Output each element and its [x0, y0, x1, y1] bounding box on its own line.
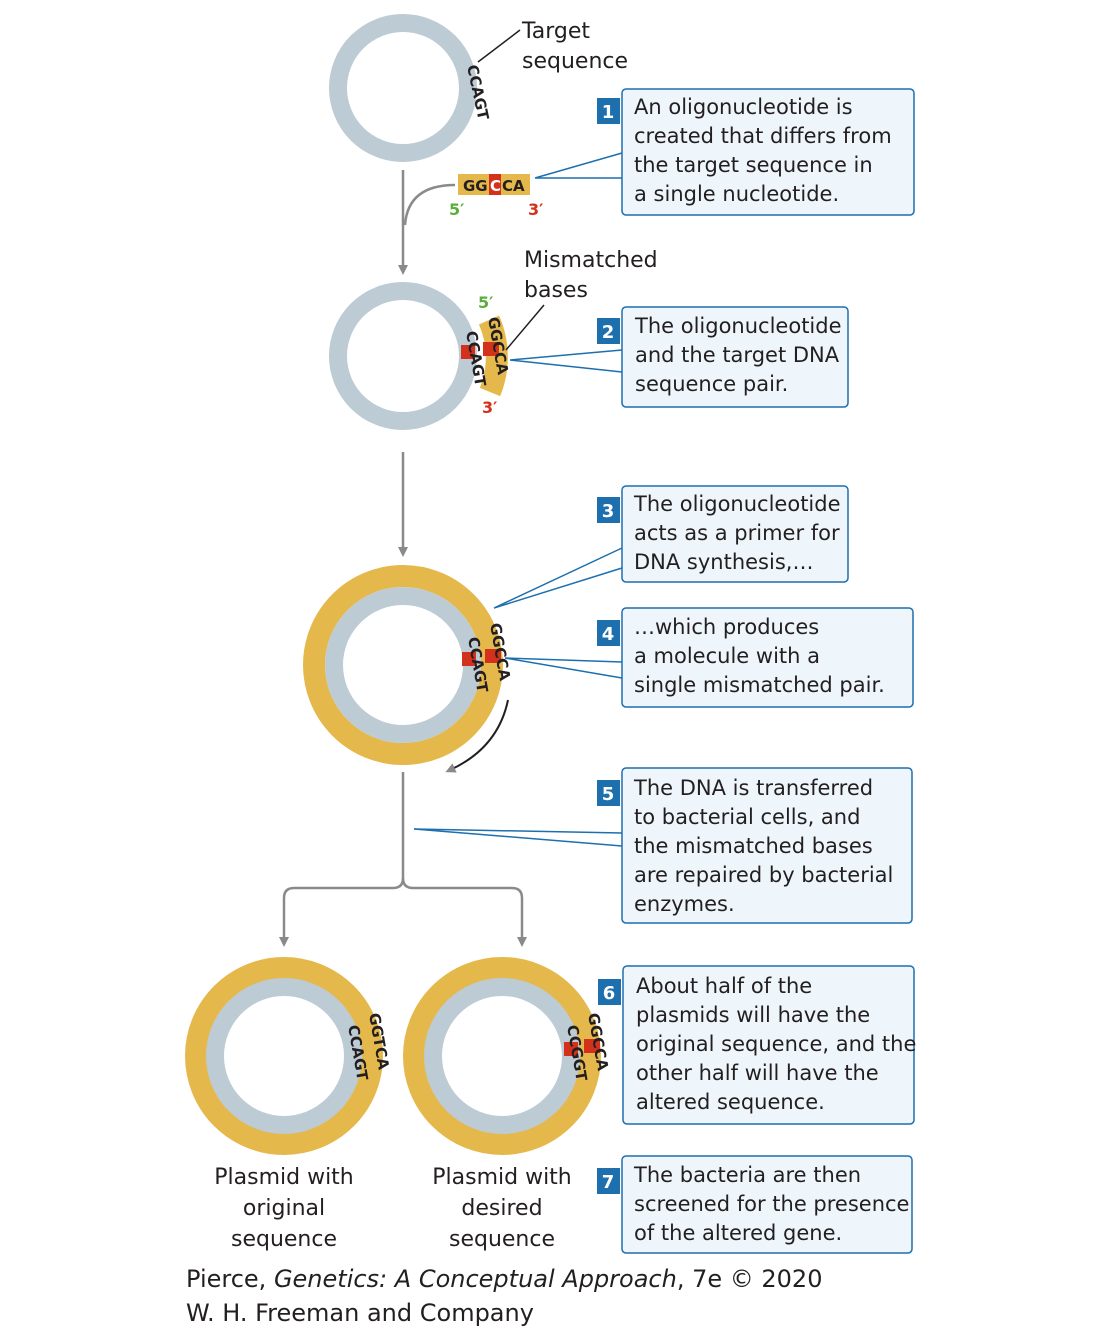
svg-text:enzymes.: enzymes. [634, 892, 735, 916]
arrow-to-desired-plasmid [401, 877, 527, 947]
step-4-box: 4 …which produces a molecule with a sing… [597, 607, 914, 708]
step-5-number: 5 [602, 784, 615, 805]
step-4-number: 4 [602, 624, 615, 645]
step-2-box: 2 The oligonucleotide and the target DNA… [597, 306, 849, 408]
svg-text:altered sequence.: altered sequence. [636, 1090, 825, 1114]
step-3-number: 3 [602, 501, 615, 522]
svg-text:C: C [490, 177, 501, 195]
svg-text:created that differs from: created that differs from [634, 124, 892, 148]
svg-text:An oligonucleotide is: An oligonucleotide is [634, 95, 853, 119]
mismatched-label-line2: bases [524, 278, 588, 303]
step-5-box: 5 The DNA is transferred to bacterial ce… [597, 767, 913, 924]
original-label-line2: original [243, 1196, 325, 1221]
stage3-plasmid: CCAGT GGCCA [303, 565, 514, 765]
stage1-plasmid: CCAGT [329, 14, 492, 162]
svg-text:sequence pair.: sequence pair. [635, 372, 788, 396]
step-6-box: 6 About half of the plasmids will have t… [598, 965, 916, 1125]
step-1-number: 1 [602, 102, 615, 123]
target-label-line1: Target [521, 19, 590, 44]
oligonucleotide: GG C CA [458, 174, 530, 195]
desired-label-line2: desired [461, 1196, 542, 1221]
svg-text:The oligonucleotide: The oligonucleotide [634, 314, 842, 338]
svg-text:of the altered gene.: of the altered gene. [634, 1221, 842, 1245]
step-7-number: 7 [602, 1172, 615, 1193]
paired-3prime: 3′ [482, 398, 497, 417]
oligo-5prime: 5′ [449, 200, 464, 219]
desired-label-line3: sequence [449, 1227, 555, 1252]
svg-text:to bacterial cells, and: to bacterial cells, and [634, 805, 860, 829]
step-7-box: 7 The bacteria are then screened for the… [597, 1155, 913, 1254]
svg-text:DNA synthesis,…: DNA synthesis,… [634, 550, 813, 574]
svg-text:plasmids will have the: plasmids will have the [636, 1003, 870, 1027]
target-label-line2: sequence [522, 49, 628, 74]
credit-line2: W. H. Freeman and Company [186, 1299, 534, 1327]
svg-text:original sequence, and the: original sequence, and the [636, 1032, 916, 1056]
svg-text:GG: GG [463, 177, 488, 195]
original-label-line3: sequence [231, 1227, 337, 1252]
svg-text:the mismatched bases: the mismatched bases [634, 834, 873, 858]
svg-text:the target sequence in: the target sequence in [634, 153, 873, 177]
svg-text:a molecule with a: a molecule with a [634, 644, 820, 668]
svg-text:About half of the: About half of the [636, 974, 812, 998]
step-3-box: 3 The oligonucleotide acts as a primer f… [597, 485, 849, 583]
svg-text:other half will have the: other half will have the [636, 1061, 879, 1085]
svg-text:CA: CA [502, 177, 525, 195]
svg-text:screened for the presence: screened for the presence [634, 1192, 909, 1216]
oligo-3prime: 3′ [528, 200, 543, 219]
svg-text:and the target DNA: and the target DNA [635, 343, 840, 367]
original-label-line1: Plasmid with [214, 1165, 354, 1190]
original-plasmid: CCAGT GGTCA [185, 957, 393, 1155]
desired-plasmid: CCGGT GGCCA [403, 957, 612, 1155]
svg-text:The oligonucleotide: The oligonucleotide [633, 492, 841, 516]
svg-text:…which produces: …which produces [634, 615, 819, 639]
svg-text:a single nucleotide.: a single nucleotide. [634, 182, 839, 206]
svg-text:are repaired by bacterial: are repaired by bacterial [634, 863, 893, 887]
arrow-to-original-plasmid [279, 772, 405, 947]
paired-5prime: 5′ [478, 293, 493, 312]
step-2-number: 2 [602, 322, 615, 343]
desired-label-line1: Plasmid with [432, 1165, 572, 1190]
credit-line1: Pierce, Genetics: A Conceptual Approach,… [186, 1265, 822, 1293]
svg-text:The DNA is transferred: The DNA is transferred [633, 776, 873, 800]
svg-text:single mismatched pair.: single mismatched pair. [634, 673, 885, 697]
step-1-box: 1 An oligonucleotide is created that dif… [597, 88, 915, 216]
svg-text:acts as a primer for: acts as a primer for [634, 521, 840, 545]
svg-text:The bacteria are then: The bacteria are then [633, 1163, 861, 1187]
mismatched-label-line1: Mismatched [524, 248, 658, 273]
step-6-number: 6 [603, 983, 616, 1004]
synthesis-direction-arrow [445, 699, 509, 773]
